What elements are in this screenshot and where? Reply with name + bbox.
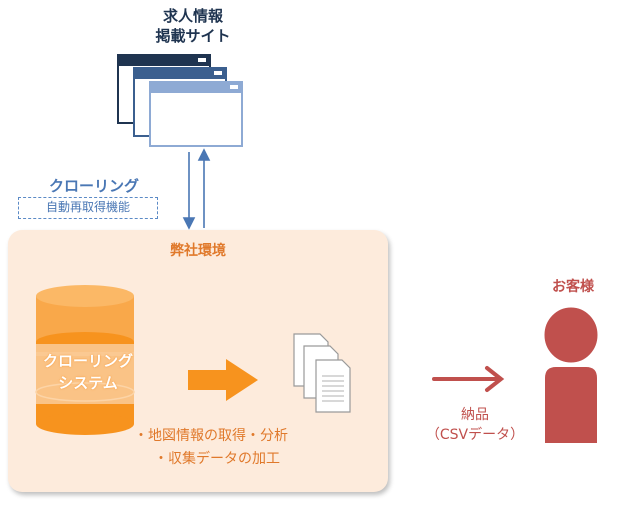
bullet-map-analysis: ・地図情報の取得・分析 (134, 428, 288, 444)
customer-label: お客様 (552, 279, 594, 295)
bullet-data-processing: ・収集データの加工 (154, 451, 280, 467)
process-arrow (188, 359, 258, 401)
delivery-label: 納品 （CSVデータ） (405, 405, 545, 445)
delivery-line1: 納品 (461, 407, 489, 423)
delivery-line2: （CSVデータ） (425, 427, 525, 443)
environment-label: 弊社環境 (170, 243, 226, 259)
window-front (149, 81, 243, 147)
system-line2: システム (58, 374, 118, 392)
crawl-arrows (182, 148, 211, 230)
crawling-label: クローリング (48, 177, 139, 195)
down-arrowhead (182, 217, 196, 230)
website-windows-icon (117, 54, 243, 147)
customer-person-icon (541, 304, 601, 445)
site-title-line1: 求人情報 (162, 7, 223, 25)
site-title-line2: 掲載サイト (155, 27, 231, 45)
delivery-arrow (432, 366, 505, 392)
up-arrowhead (197, 148, 211, 161)
crawling-system-label: クローリング システム (18, 344, 158, 404)
auto-recrawl-feature-label: 自動再取得機能 (18, 197, 158, 219)
site-title: 求人情報 掲載サイト (118, 6, 268, 46)
documents-icon (293, 333, 351, 413)
system-line1: クローリング (42, 352, 133, 370)
